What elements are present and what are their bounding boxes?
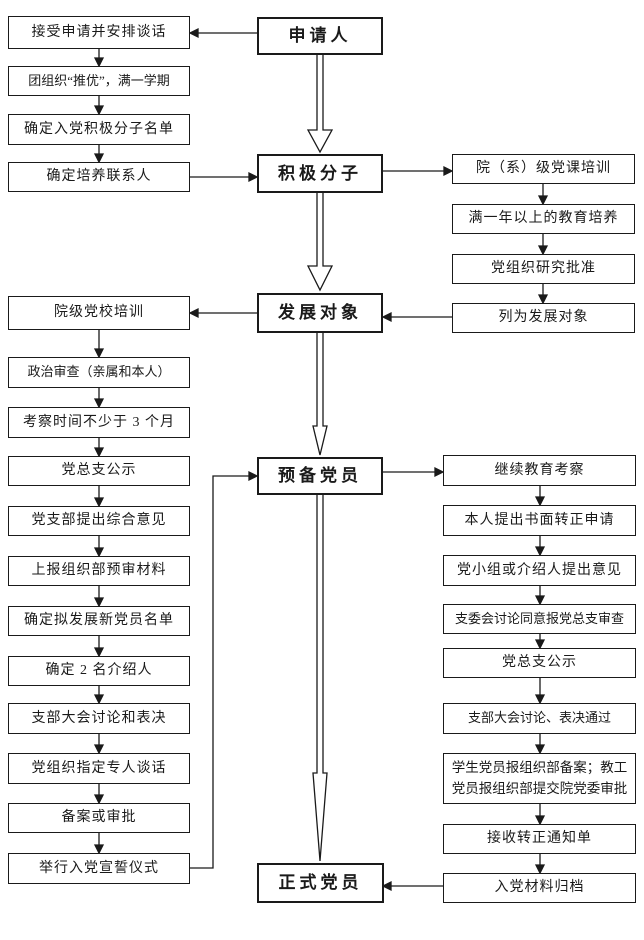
step-branch-meeting-vote-pass: 支部大会讨论、表决通过 <box>443 703 636 734</box>
step-written-conversion-application: 本人提出书面转正申请 <box>443 505 636 536</box>
step-archive-membership-materials: 入党材料归档 <box>443 873 636 903</box>
step-new-member-name-list: 确定拟发展新党员名单 <box>8 606 190 636</box>
step-accept-application: 接受申请并安排谈话 <box>8 16 190 49</box>
stage-activist: 积极分子 <box>257 154 383 193</box>
hollow-arrow-development-to-probationary <box>312 333 328 456</box>
step-committee-discussion-review: 支委会讨论同意报党总支审查 <box>443 604 636 634</box>
right-top-chain-arrows <box>537 184 549 305</box>
step-appointed-talk: 党组织指定专人谈话 <box>8 753 190 784</box>
step-dept-party-class: 院（系）级党课培训 <box>452 154 635 184</box>
hollow-arrow-probationary-to-full <box>312 495 328 862</box>
step-general-branch-publicity-left: 党总支公示 <box>8 456 190 486</box>
stage-development-target: 发展对象 <box>257 293 383 333</box>
step-league-recommendation: 团组织“推优”，满一学期 <box>8 66 190 96</box>
left-bottom-chain-arrows <box>93 330 105 855</box>
step-branch-comprehensive-opinion: 党支部提出综合意见 <box>8 506 190 536</box>
step-oath-ceremony: 举行入党宣誓仪式 <box>8 853 190 884</box>
hollow-arrow-activist-to-development <box>306 193 334 292</box>
step-listed-as-development-target: 列为发展对象 <box>452 303 635 333</box>
step-one-year-education: 满一年以上的教育培养 <box>452 204 635 234</box>
step-filing-or-approval: 备案或审批 <box>8 803 190 833</box>
stage-full-member: 正式党员 <box>257 863 384 903</box>
hollow-arrow-applicant-to-activist <box>306 55 334 154</box>
step-continued-education-review: 继续教育考察 <box>443 455 636 486</box>
stage-applicant: 申请人 <box>257 17 383 55</box>
step-political-review: 政治审查（亲属和本人） <box>8 357 190 388</box>
step-filing-and-committee-approval: 学生党员报组织部备案；教工党员报组织部提交院党委审批 <box>443 753 636 804</box>
step-cultivation-contact: 确定培养联系人 <box>8 162 190 192</box>
left-top-chain-arrows <box>93 49 105 164</box>
step-org-research-approval: 党组织研究批准 <box>452 254 635 284</box>
step-school-party-training: 院级党校培训 <box>8 296 190 330</box>
cross-links <box>188 27 454 892</box>
step-observation-period: 考察时间不少于 3 个月 <box>8 407 190 438</box>
connector-oath-to-probationary <box>190 475 250 869</box>
step-group-or-introducer-opinions: 党小组或介绍人提出意见 <box>443 555 636 586</box>
step-submit-preaudit-materials: 上报组织部预审材料 <box>8 556 190 586</box>
step-general-branch-publicity-right: 党总支公示 <box>443 648 636 678</box>
step-two-introducers: 确定 2 名介绍人 <box>8 656 190 686</box>
step-receive-conversion-notice: 接收转正通知单 <box>443 824 636 854</box>
right-bottom-chain-arrows <box>534 486 546 875</box>
step-activist-name-list: 确定入党积极分子名单 <box>8 114 190 145</box>
stage-probationary-member: 预备党员 <box>257 457 383 495</box>
step-branch-meeting-vote: 支部大会讨论和表决 <box>8 703 190 734</box>
